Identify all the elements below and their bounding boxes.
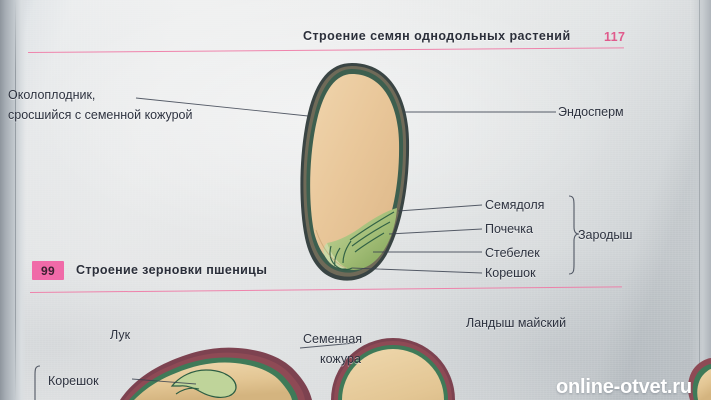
- label-cotyledon: Семядоля: [485, 198, 545, 212]
- label-pericarp-line1: Околоплодник,: [8, 88, 96, 102]
- onion-seed-illustration: [34, 347, 312, 400]
- page-number: 117: [604, 30, 626, 44]
- label-endosperm: Эндосперм: [558, 105, 624, 119]
- leader-radicle: [351, 267, 483, 274]
- wheat-grain-illustration: [300, 63, 410, 281]
- lily-endosperm: [342, 349, 444, 400]
- label-plumule: Почечка: [485, 222, 533, 236]
- onion-label-brace: [34, 365, 41, 400]
- lily-seed-illustration: [299, 338, 455, 400]
- edge-seed-fragment: [688, 358, 711, 400]
- label-seed-coat-line2: кожура: [320, 352, 361, 366]
- label-lily-of-the-valley: Ландыш майский: [466, 316, 567, 330]
- label-seed-coat-line1: Семенная: [303, 332, 363, 346]
- label-onion: Лук: [110, 328, 131, 342]
- label-stemlet: Стебелек: [485, 246, 540, 260]
- leader-lines-top: [135, 97, 556, 274]
- figure-caption-text: Строение зерновки пшеницы: [76, 263, 268, 277]
- site-watermark: online-otvet.ru: [556, 376, 692, 398]
- label-onion-radicle: Корешок: [48, 374, 99, 388]
- embryo-brace: [568, 195, 580, 275]
- leader-plumule: [388, 228, 483, 235]
- label-embryo-group: Зародыш: [578, 228, 633, 242]
- leader-seed-coat: [299, 342, 356, 349]
- leader-cotyledon: [397, 204, 483, 212]
- figure-number-badge: 99: [32, 261, 64, 280]
- label-pericarp-line2: сросшийся с семенной кожурой: [8, 108, 193, 122]
- figure-number-text: 99: [41, 263, 55, 278]
- label-radicle: Корешок: [485, 266, 536, 280]
- onion-embryo: [170, 369, 237, 398]
- leader-onion-radicle: [131, 378, 197, 385]
- page-header-title: Строение семян однодольных растений: [303, 29, 571, 43]
- leader-pericarp: [135, 97, 309, 117]
